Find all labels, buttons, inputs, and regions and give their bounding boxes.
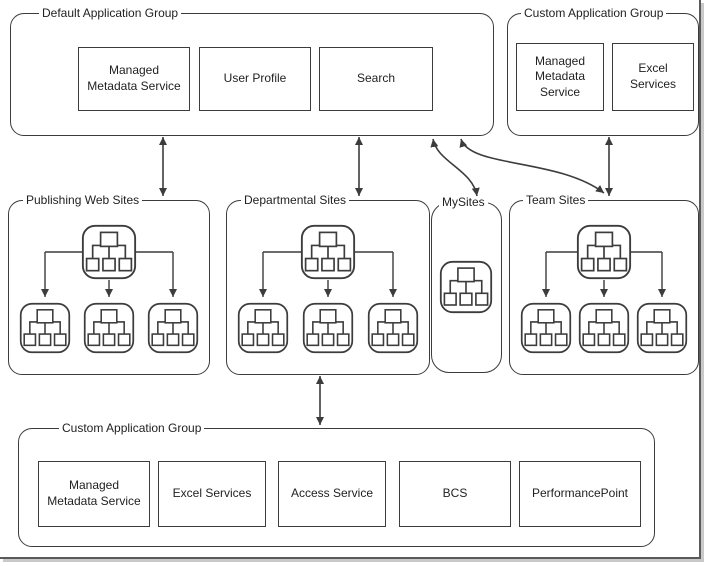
service-box-label: Excel Services <box>629 61 676 91</box>
org-chart-icon <box>576 224 632 280</box>
custom-application-group-top: Custom Application Group Managed Metadat… <box>507 6 699 136</box>
custom-application-group-bottom: Custom Application Group Managed Metadat… <box>18 421 655 547</box>
service-box-label: BCS <box>442 486 468 501</box>
service-box-label: PerformancePoint <box>531 486 629 501</box>
service-box-label: User Profile <box>223 71 287 86</box>
service-box-user-profile: User Profile <box>199 47 311 111</box>
service-box-label: Excel Services <box>172 486 252 501</box>
org-chart-icon <box>636 302 688 354</box>
service-box-managed-metadata: Managed Metadata Service <box>516 43 604 111</box>
group-label: Custom Application Group <box>59 421 205 436</box>
group-label: Custom Application Group <box>521 6 667 21</box>
org-chart-icon <box>439 260 493 314</box>
site-group-mysites: MySites <box>431 195 502 373</box>
group-label: Departmental Sites <box>241 193 350 208</box>
group-label: Default Application Group <box>39 6 182 21</box>
service-box-label: Managed Metadata Service <box>87 63 181 93</box>
service-box-performancepoint: PerformancePoint <box>519 461 641 527</box>
org-chart-icon <box>237 302 289 354</box>
service-box-managed-metadata: Managed Metadata Service <box>78 47 190 111</box>
group-label: MySites <box>439 195 488 210</box>
org-chart-icon <box>300 224 356 280</box>
org-chart-icon <box>520 302 572 354</box>
service-box-bcs: BCS <box>399 461 511 527</box>
service-box-label: Access Service <box>290 486 374 501</box>
service-box-label: Search <box>356 71 396 86</box>
site-group-team-sites: Team Sites <box>509 193 699 375</box>
org-chart-icon <box>302 302 354 354</box>
org-chart-icon <box>147 302 199 354</box>
service-box-excel-services: Excel Services <box>158 461 266 527</box>
org-chart-icon <box>578 302 630 354</box>
service-box-excel-services: Excel Services <box>612 43 694 111</box>
org-chart-icon <box>81 224 137 280</box>
service-box-label: Managed Metadata Service <box>47 478 141 508</box>
service-box-label: Managed Metadata Service <box>534 53 586 99</box>
service-box-access-service: Access Service <box>278 461 386 527</box>
org-chart-icon <box>19 302 71 354</box>
group-label: Publishing Web Sites <box>23 193 143 208</box>
org-chart-icon <box>83 302 135 354</box>
service-box-managed-metadata: Managed Metadata Service <box>38 461 150 527</box>
org-chart-icon <box>367 302 419 354</box>
site-group-departmental-sites: Departmental Sites <box>226 193 430 375</box>
default-application-group: Default Application Group Managed Metada… <box>10 6 494 136</box>
screenshot-frame <box>0 0 701 559</box>
service-box-search: Search <box>319 47 433 111</box>
group-label: Team Sites <box>523 193 589 208</box>
site-group-publishing-web-sites: Publishing Web Sites <box>8 193 210 375</box>
